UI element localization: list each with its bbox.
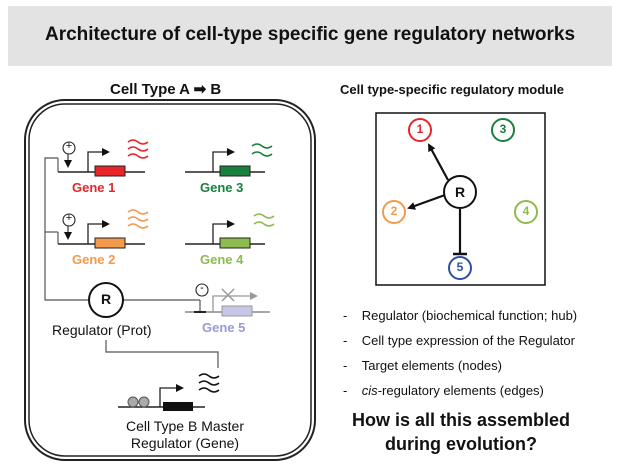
bullet-text: -regulatory elements (edges) bbox=[377, 383, 544, 398]
bullet-text: Target elements (nodes) bbox=[361, 358, 502, 373]
cell-type-a-label: Cell Type A bbox=[110, 81, 190, 98]
gene-2-transcript-icon bbox=[127, 209, 149, 229]
gene-1-label: Gene 1 bbox=[72, 180, 116, 195]
gene-4-transcript-icon bbox=[253, 213, 275, 227]
cell-type-heading: Cell Type A ➡ B bbox=[110, 80, 221, 98]
cell-type-b-label: B bbox=[210, 81, 222, 98]
hub-label: R bbox=[454, 184, 466, 200]
gene-4-label: Gene 4 bbox=[200, 252, 244, 267]
regulator-letter: R bbox=[100, 291, 112, 307]
bullet-item: - cis-regulatory elements (edges) bbox=[343, 383, 577, 408]
bullet-item: - Cell type expression of the Regulator bbox=[343, 333, 577, 358]
node-4 bbox=[514, 200, 538, 224]
node-5 bbox=[448, 256, 472, 280]
bullet-marker: - bbox=[343, 358, 348, 373]
gene-2-locus bbox=[57, 209, 149, 249]
page-title: Architecture of cell-type specific gene … bbox=[44, 24, 576, 45]
master-regulator-label: Cell Type B Master Regulator (Gene) bbox=[110, 418, 260, 452]
blocked-transcription-icon bbox=[221, 288, 235, 302]
repression-sign bbox=[195, 283, 209, 297]
bullet-list: - Regulator (biochemical function; hub) … bbox=[343, 308, 577, 408]
question-line-2: during evolution? bbox=[385, 434, 537, 454]
gene-4-box bbox=[219, 237, 251, 249]
regulator-link-line bbox=[105, 340, 219, 368]
master-label-line-1: Cell Type B Master bbox=[125, 418, 244, 434]
regulator-feedback-line bbox=[44, 157, 88, 301]
gene-4-locus bbox=[185, 213, 275, 249]
gene-1-transcript-icon bbox=[127, 139, 149, 159]
node-3-label: 3 bbox=[499, 122, 507, 136]
gene-2-box bbox=[94, 237, 126, 249]
master-transcript-icon bbox=[198, 373, 220, 393]
bullet-item: - Target elements (nodes) bbox=[343, 358, 577, 383]
node-1 bbox=[408, 118, 432, 142]
arrow-icon: ➡ bbox=[193, 81, 207, 98]
title-banner bbox=[8, 6, 612, 66]
activation-sign-gene-2 bbox=[62, 213, 76, 227]
node-2-label: 2 bbox=[390, 204, 398, 218]
bullet-marker: - bbox=[343, 308, 348, 323]
minus-sign-gene-5: - bbox=[200, 282, 204, 294]
gene-5-locus bbox=[185, 283, 270, 317]
node-5-label: 5 bbox=[456, 260, 464, 274]
bullet-text: Regulator (biochemical function; hub) bbox=[361, 308, 578, 323]
module-edges bbox=[407, 143, 467, 256]
node-1-label: 1 bbox=[416, 122, 424, 136]
module-heading: Cell type-specific regulatory module bbox=[340, 82, 564, 97]
bullet-text: Cell type expression of the Regulator bbox=[361, 333, 575, 348]
activation-sign-gene-1 bbox=[62, 141, 76, 155]
bullet-marker: - bbox=[343, 333, 348, 348]
bullet-marker: - bbox=[343, 383, 348, 398]
cell-outline bbox=[24, 99, 316, 461]
plus-sign-gene-2: + bbox=[65, 212, 73, 224]
regulator-protein-node bbox=[88, 282, 124, 318]
gene-1-box bbox=[94, 165, 126, 177]
question-line-1: How is all this assembled bbox=[351, 410, 571, 430]
bullet-italic-prefix: cis bbox=[361, 383, 378, 398]
gene-1-locus bbox=[57, 139, 149, 177]
plus-sign-gene-1: + bbox=[65, 140, 73, 152]
gene-3-transcript-icon bbox=[251, 143, 273, 157]
regulator-label: Regulator (Prot) bbox=[52, 322, 152, 338]
master-regulator-gene bbox=[118, 373, 220, 411]
gene-2-label: Gene 2 bbox=[72, 252, 116, 267]
node-3 bbox=[491, 118, 515, 142]
node-2 bbox=[382, 200, 406, 224]
gene-5-label: Gene 5 bbox=[202, 320, 246, 335]
node-4-label: 4 bbox=[522, 204, 530, 218]
master-label-line-2: Regulator (Gene) bbox=[130, 435, 240, 451]
evolution-question: How is all this assembled during evoluti… bbox=[345, 408, 577, 456]
gene-5-box bbox=[221, 305, 253, 317]
hub-node bbox=[443, 175, 477, 209]
gene-3-locus bbox=[185, 143, 273, 177]
cell-outline-inner bbox=[28, 103, 312, 457]
gene-3-label: Gene 3 bbox=[200, 180, 244, 195]
bullet-item: - Regulator (biochemical function; hub) bbox=[343, 308, 577, 333]
gene-3-box bbox=[219, 165, 251, 177]
